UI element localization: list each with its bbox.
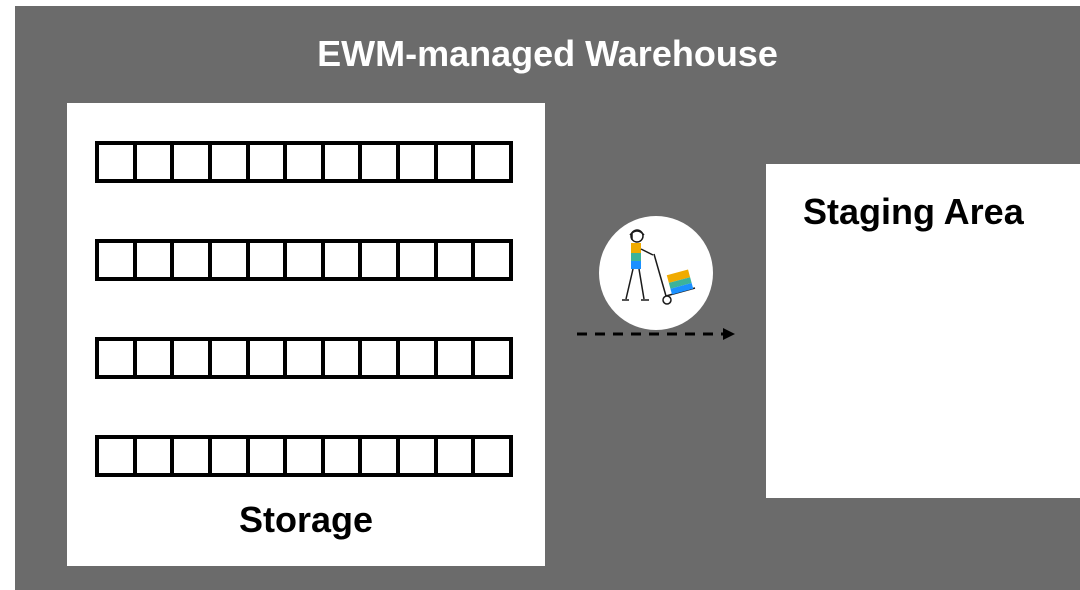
rack-slot bbox=[400, 243, 438, 277]
rack-slot bbox=[475, 439, 509, 473]
rack-slot bbox=[400, 341, 438, 375]
rack-slot bbox=[174, 439, 212, 473]
rack-slot bbox=[287, 145, 325, 179]
rack-slot bbox=[325, 341, 363, 375]
rack-slot bbox=[212, 439, 250, 473]
rack-slot bbox=[438, 341, 476, 375]
rack-slot bbox=[362, 145, 401, 179]
rack-slot bbox=[400, 439, 438, 473]
rack-slot bbox=[99, 341, 137, 375]
rack-slot bbox=[174, 145, 212, 179]
rack-slot bbox=[137, 243, 175, 277]
rack-slot bbox=[137, 341, 175, 375]
storage-area: Storage bbox=[67, 103, 545, 566]
rack-slot bbox=[174, 243, 212, 277]
staging-area: Staging Area bbox=[766, 164, 1080, 498]
rack-slot bbox=[212, 145, 250, 179]
warehouse-title: EWM-managed Warehouse bbox=[317, 33, 778, 74]
rack-slot bbox=[99, 243, 137, 277]
rack-slot bbox=[250, 145, 288, 179]
storage-rack bbox=[95, 239, 513, 281]
rack-slot bbox=[250, 243, 288, 277]
rack-slot bbox=[287, 341, 325, 375]
rack-slot bbox=[475, 243, 509, 277]
rack-slot bbox=[438, 243, 476, 277]
rack-slot bbox=[325, 145, 363, 179]
rack-slot bbox=[212, 243, 250, 277]
rack-slot bbox=[475, 341, 509, 375]
rack-slot bbox=[287, 439, 325, 473]
storage-rack bbox=[95, 435, 513, 477]
storage-rack bbox=[95, 337, 513, 379]
storage-label: Storage bbox=[238, 499, 374, 540]
rack-slot bbox=[250, 439, 288, 473]
rack-slot bbox=[325, 439, 363, 473]
warehouse-worker-icon bbox=[599, 216, 713, 330]
rack-slot bbox=[137, 439, 175, 473]
rack-slot bbox=[287, 243, 325, 277]
storage-rack bbox=[95, 141, 513, 183]
rack-slot bbox=[212, 341, 250, 375]
warehouse-area: EWM-managed Warehouse Storage bbox=[15, 6, 1080, 590]
rack-slot bbox=[250, 341, 288, 375]
rack-slot bbox=[362, 243, 401, 277]
rack-slot bbox=[438, 145, 476, 179]
rack-slot bbox=[174, 341, 212, 375]
rack-slot bbox=[137, 145, 175, 179]
rack-slot bbox=[362, 439, 401, 473]
rack-slot bbox=[400, 145, 438, 179]
rack-slot bbox=[325, 243, 363, 277]
staging-area-label: Staging Area bbox=[803, 191, 1024, 232]
rack-slot bbox=[475, 145, 509, 179]
dashed-arrow-right-icon bbox=[577, 328, 735, 340]
rack-slot bbox=[362, 341, 401, 375]
rack-slot bbox=[438, 439, 476, 473]
rack-slot bbox=[99, 145, 137, 179]
rack-slot bbox=[99, 439, 137, 473]
